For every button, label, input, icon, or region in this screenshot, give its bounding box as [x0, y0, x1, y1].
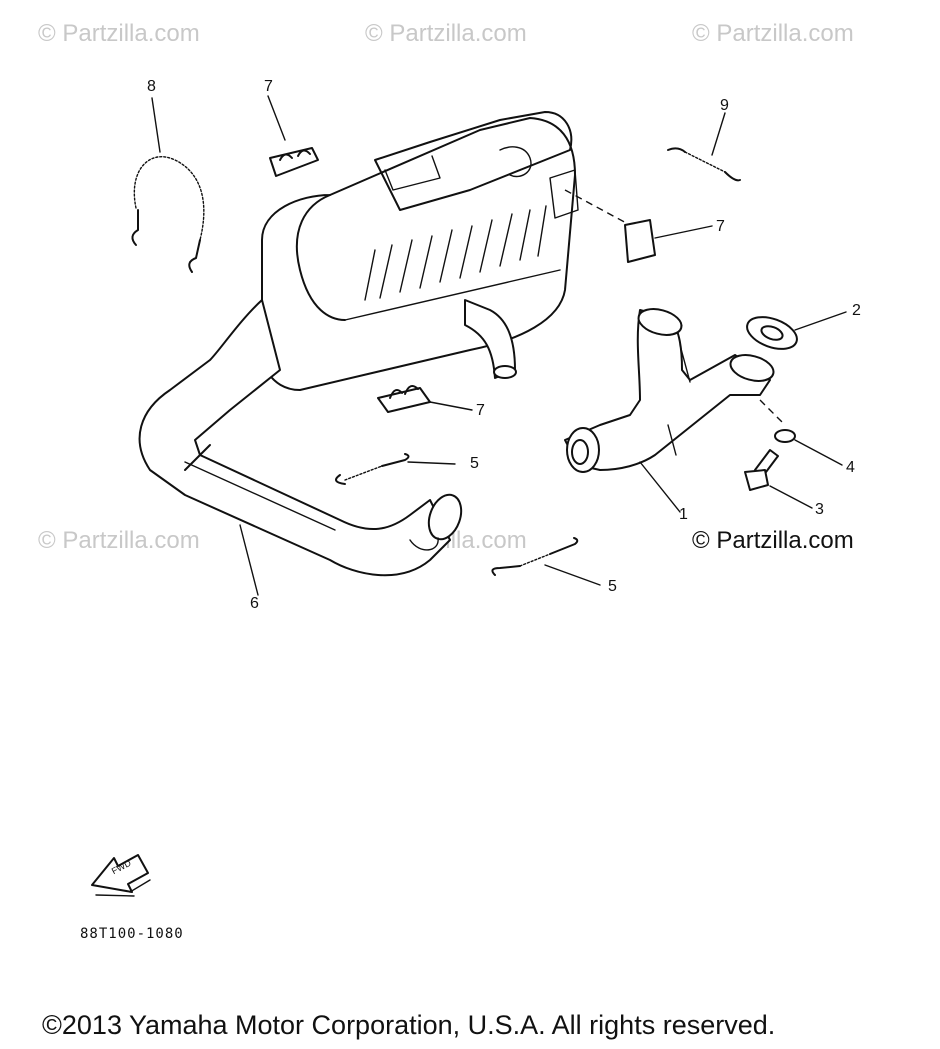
manifold-1-drawing [564, 308, 775, 513]
muffler-drawing [259, 111, 579, 391]
watermark: © Partzilla.com [365, 20, 527, 47]
exhaust-pipe-6-drawing [138, 299, 463, 596]
copyright-notice: ©2013 Yamaha Motor Corporation, U.S.A. A… [42, 1010, 776, 1040]
fwd-arrow-drawing [91, 854, 151, 897]
callout-3: 3 [815, 501, 824, 518]
callout-9: 9 [720, 97, 729, 114]
callout-8: 8 [147, 78, 156, 95]
callout-7: 7 [476, 402, 485, 419]
callout-4: 4 [846, 459, 855, 476]
watermark: © Partzilla.com [692, 20, 854, 47]
spring-5-lower-drawing [491, 537, 601, 586]
gasket-2-drawing [746, 311, 847, 350]
watermark: © Partzilla.com [38, 527, 200, 554]
spring-5-upper-drawing [335, 453, 456, 485]
bolt-3-drawing [744, 449, 813, 509]
watermark: © Partzilla.com [692, 527, 854, 554]
callout-5: 5 [470, 455, 479, 472]
watermark: © Partzilla.com [38, 20, 200, 47]
spring-8-drawing [131, 97, 205, 273]
spring-9-drawing [667, 112, 741, 182]
callout-2: 2 [852, 302, 861, 319]
washer-4-drawing [759, 399, 843, 466]
damper-7-top-drawing [267, 95, 319, 177]
callout-1: 1 [679, 506, 688, 523]
diagram-code: 88T100-1080 [80, 926, 184, 942]
callout-5: 5 [608, 578, 617, 595]
callout-7: 7 [716, 218, 725, 235]
damper-7-center-drawing [377, 384, 473, 413]
damper-7-right-drawing [564, 189, 713, 263]
callout-7: 7 [264, 78, 273, 95]
callout-6: 6 [250, 595, 259, 612]
